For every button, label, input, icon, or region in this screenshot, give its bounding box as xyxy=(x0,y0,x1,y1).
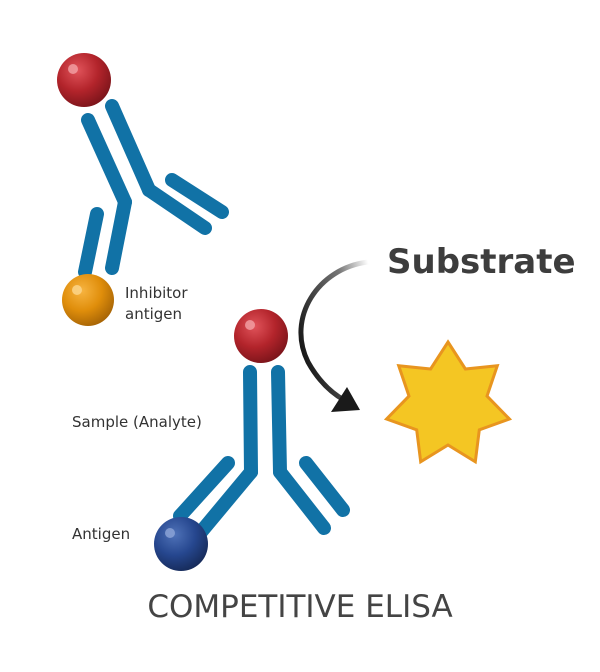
diagram-title: COMPETITIVE ELISA xyxy=(147,589,452,625)
antibody-lower-arm-right-inner xyxy=(299,456,350,517)
substrate-arrow xyxy=(298,259,371,403)
antibody-upper-stem xyxy=(105,195,132,275)
antibody-lower-arm-left-outer xyxy=(189,465,258,545)
antigen-label: Antigen xyxy=(72,525,130,543)
substrate-label: Substrate xyxy=(387,242,576,282)
substrate-arrowhead xyxy=(331,387,360,412)
antigen-highlight xyxy=(165,528,175,538)
antibody-upper-arm-lower xyxy=(142,183,212,235)
inhibitor-antigen-label-line1: Inhibitor xyxy=(125,284,188,302)
inhibitor-antigen-label-line2: antigen xyxy=(125,305,182,323)
inhibitor-antigen-highlight xyxy=(72,285,82,295)
inhibitor-antigen xyxy=(62,274,114,326)
antibody-upper-heavy-chain-left xyxy=(81,113,132,209)
product-star xyxy=(383,339,513,465)
antibody-lower-chain-right xyxy=(271,365,287,479)
antigen xyxy=(154,517,208,571)
antibody-lower-arm-left-inner xyxy=(173,456,235,523)
antibody-upper-heavy-chain-right xyxy=(105,99,156,197)
enzyme-lower-highlight xyxy=(245,320,255,330)
antibody-upper-arm-upper xyxy=(165,173,229,219)
antibody-upper-light-chain xyxy=(78,207,104,279)
antibody-lower-chain-left xyxy=(243,365,258,479)
antibody-upper xyxy=(78,99,229,279)
sample-analyte-label: Sample (Analyte) xyxy=(72,413,202,431)
enzyme-upper-highlight xyxy=(68,64,78,74)
enzyme-lower xyxy=(234,309,288,363)
antibody-lower xyxy=(173,365,350,545)
antibody-lower-arm-right-outer xyxy=(273,465,331,535)
enzyme-upper xyxy=(57,53,111,107)
